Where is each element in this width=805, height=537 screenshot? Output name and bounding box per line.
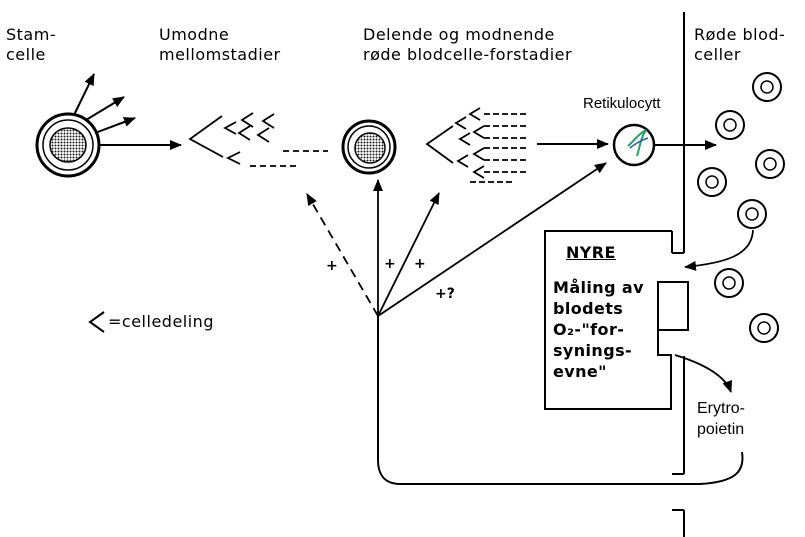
cell-division-symbol bbox=[88, 311, 105, 333]
plus-question-sign: +? bbox=[435, 286, 455, 302]
arrow-kidney-to-erythropoietin bbox=[674, 354, 732, 393]
immature-stages-label: Umodne mellomstadier bbox=[159, 25, 281, 64]
stimulation-arrows bbox=[306, 162, 607, 317]
red-blood-cell bbox=[737, 199, 767, 229]
kidney-text-line: evne" bbox=[553, 362, 607, 381]
kidney-title: NYRE bbox=[566, 243, 616, 262]
reticulocyte-cell bbox=[612, 123, 656, 167]
red-blood-cells bbox=[697, 72, 785, 343]
plus-sign: + bbox=[384, 256, 396, 272]
legend-cell-division: =celledeling bbox=[108, 312, 214, 331]
immature-division-tree bbox=[188, 112, 328, 167]
kidney-box bbox=[544, 230, 689, 410]
arrow-blood-to-kidney bbox=[684, 229, 754, 271]
intermediate-cell bbox=[341, 119, 397, 175]
plus-sign: + bbox=[326, 258, 338, 274]
red-blood-cells-label: Røde blod- celler bbox=[694, 25, 786, 64]
red-blood-cell bbox=[749, 313, 779, 343]
erythropoietin-label: Erytro- poietin bbox=[697, 400, 745, 438]
red-blood-cell bbox=[752, 72, 782, 102]
stem-cell-label: Stam- celle bbox=[6, 25, 57, 64]
stem-cell bbox=[35, 112, 101, 178]
kidney-text-line: O₂-"for- bbox=[553, 320, 625, 339]
reticulocyte-label: Retikulocytt bbox=[583, 95, 661, 112]
blood-vessel-wall bbox=[672, 12, 685, 537]
red-blood-cell bbox=[755, 149, 785, 179]
stem-cell-arrows bbox=[73, 73, 182, 150]
red-blood-cell bbox=[714, 268, 744, 298]
dividing-division-tree bbox=[425, 107, 528, 183]
red-blood-cell bbox=[715, 110, 745, 140]
erythropoietin-feedback-loop bbox=[377, 316, 744, 485]
kidney-text-line: blodets bbox=[553, 299, 624, 318]
kidney-text-line: synings- bbox=[553, 341, 633, 360]
red-blood-cell bbox=[697, 167, 727, 197]
plus-sign: + bbox=[414, 256, 426, 272]
kidney-text-line: Måling av bbox=[553, 278, 644, 297]
dividing-precursors-label: Delende og modnende røde blodcelle-forst… bbox=[363, 25, 573, 64]
